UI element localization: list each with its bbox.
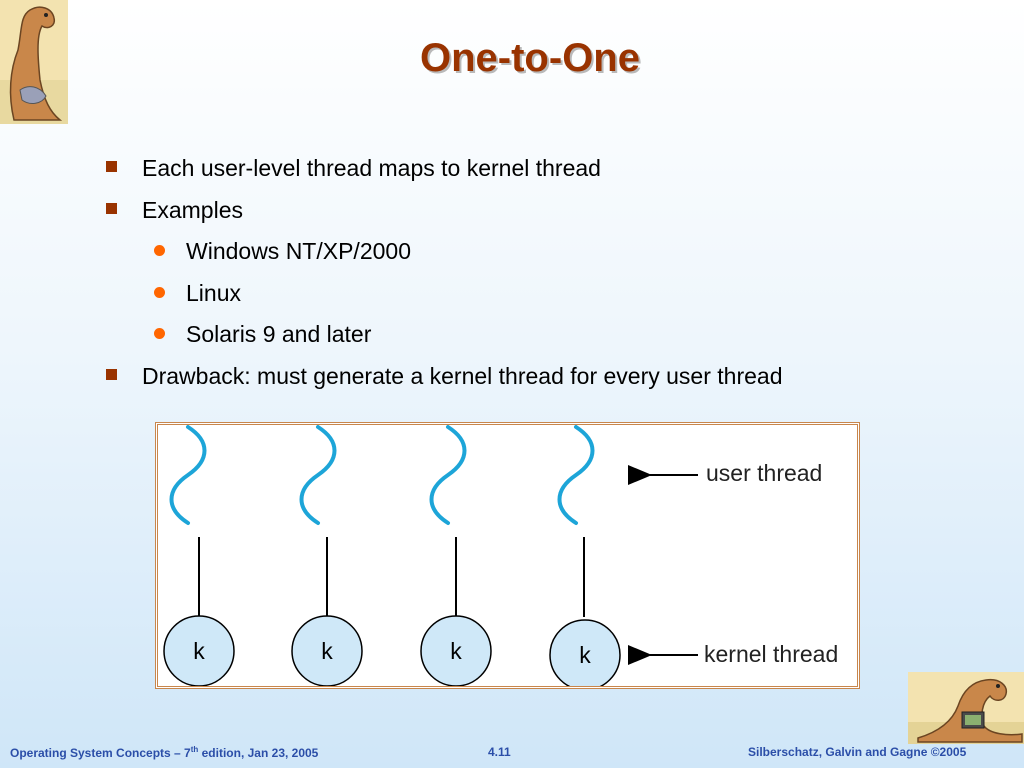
user-thread-wave-1 — [169, 425, 207, 525]
user-thread-label: user thread — [706, 460, 822, 486]
circle-bullet-icon — [154, 328, 165, 339]
bullet-text: Examples — [142, 196, 243, 223]
list-item: Windows NT/XP/2000 — [104, 231, 783, 273]
footer-book-prefix: Operating System Concepts – 7 — [10, 746, 191, 760]
circle-bullet-icon — [154, 286, 165, 298]
user-thread-wave-2 — [299, 425, 337, 525]
bullet-text: Each user-level thread maps to kernel th… — [142, 155, 601, 181]
footer-book-superscript: th — [190, 745, 199, 754]
list-item: Each user-level thread maps to kernel th… — [104, 148, 783, 190]
list-item: Drawback: must generate a kernel thread … — [104, 356, 783, 398]
kernel-thread-node-3 — [420, 615, 492, 686]
kernel-node-label-1: k — [193, 638, 205, 664]
kernel-thread-label: kernel thread — [704, 641, 838, 667]
user-thread-wave-4 — [557, 425, 595, 525]
square-bullet-icon — [106, 161, 117, 172]
square-bullet-icon — [106, 368, 117, 380]
dinosaur-logo-bottom — [908, 672, 1024, 744]
list-item: Examples — [104, 190, 783, 232]
user-thread-wave-3 — [429, 425, 467, 525]
slide-title: One-to-One — [420, 36, 640, 80]
circle-bullet-icon — [154, 245, 165, 256]
list-item: Linux — [104, 273, 783, 315]
dinosaur-logo-top — [0, 0, 68, 124]
list-item: Solaris 9 and later — [104, 314, 783, 356]
footer-book-suffix: edition, Jan 23, 2005 — [198, 746, 319, 760]
one-to-one-diagram: k k k k user thread kernel thread — [155, 422, 860, 689]
square-bullet-icon — [106, 202, 117, 214]
bullet-text: Linux — [186, 279, 241, 306]
kernel-thread-node-2 — [291, 615, 363, 686]
bullet-text: Drawback: must generate a kernel thread … — [142, 362, 783, 389]
footer-page-number: 4.11 — [488, 745, 511, 759]
bullet-list: Each user-level thread maps to kernel th… — [104, 148, 783, 397]
bullet-text: Windows NT/XP/2000 — [186, 238, 411, 264]
footer-book-title: Operating System Concepts – 7th edition,… — [10, 745, 318, 760]
bullet-text: Solaris 9 and later — [186, 321, 372, 347]
kernel-thread-node-1 — [163, 615, 235, 686]
kernel-thread-node-4 — [549, 619, 621, 686]
kernel-node-label-2: k — [321, 638, 333, 664]
footer-copyright: Silberschatz, Galvin and Gagne ©2005 — [748, 745, 967, 759]
kernel-node-label-4: k — [579, 642, 591, 668]
diagram-canvas: k k k k user thread kernel thread — [163, 425, 838, 686]
kernel-node-label-3: k — [450, 638, 462, 664]
